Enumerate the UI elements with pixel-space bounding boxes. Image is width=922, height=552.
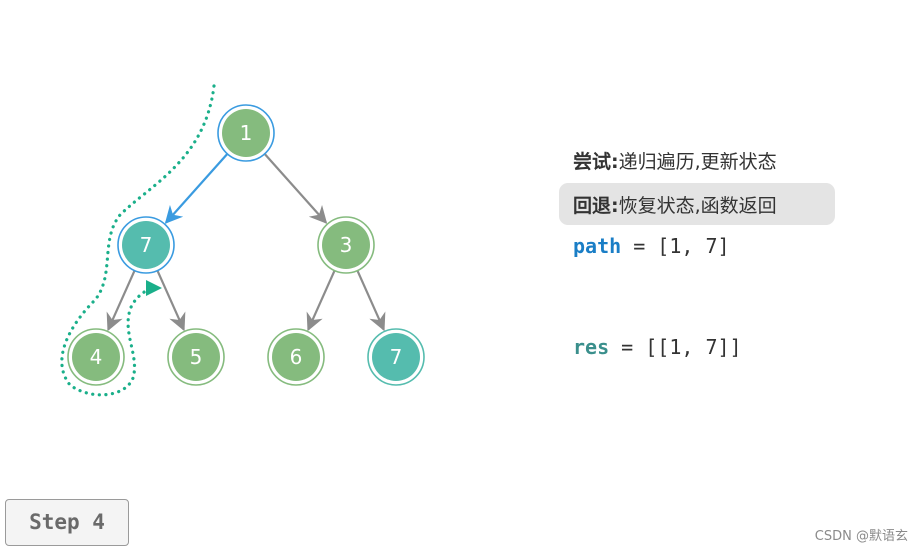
tree-node-label: 6	[290, 345, 303, 369]
tree-node-n6: 6	[267, 328, 325, 386]
code-path-value: = [1, 7]	[621, 234, 730, 258]
legend-undo-key: 回退:	[573, 195, 619, 217]
step-button[interactable]: Step 4	[5, 499, 129, 546]
tree-node-n2: 7	[117, 216, 175, 274]
tree-node-n1: 1	[217, 104, 275, 162]
traversal-arrowhead-icon	[146, 280, 162, 296]
tree-node-label: 1	[240, 121, 253, 145]
tree-node-label: 3	[340, 233, 353, 257]
code-res-line: res = [[1, 7]]	[573, 335, 742, 359]
tree-edge-n3-n6	[306, 270, 336, 332]
legend-try-text: 递归遍历,更新状态	[618, 151, 777, 173]
tree-edge-n2-n4	[106, 270, 136, 332]
legend-try: 尝试:递归遍历,更新状态	[573, 147, 777, 174]
tree-edge-n2-n5	[156, 270, 186, 332]
tree-node-n4: 4	[67, 328, 125, 386]
tree-node-label: 7	[390, 345, 403, 369]
code-res-value: = [[1, 7]]	[609, 335, 742, 359]
tree-node-label: 5	[190, 345, 203, 369]
tree-edge-n3-n7	[356, 270, 386, 332]
code-path-line: path = [1, 7]	[573, 234, 730, 258]
tree-node-n7: 7	[367, 328, 425, 386]
tree-edge-n1-n2	[164, 153, 229, 224]
tree-node-n3: 3	[317, 216, 375, 274]
tree-node-label: 7	[140, 233, 153, 257]
tree-node-n5: 5	[167, 328, 225, 386]
watermark: CSDN @默语玄	[814, 529, 908, 544]
legend-undo: 回退:恢复状态,函数返回	[559, 183, 835, 225]
tree-edge-n1-n3	[263, 153, 328, 224]
code-res-var: res	[573, 335, 610, 359]
tree-node-label: 4	[90, 345, 103, 369]
legend-undo-text: 恢复状态,函数返回	[618, 195, 777, 217]
legend-try-key: 尝试:	[573, 151, 619, 173]
code-path-var: path	[573, 234, 622, 258]
